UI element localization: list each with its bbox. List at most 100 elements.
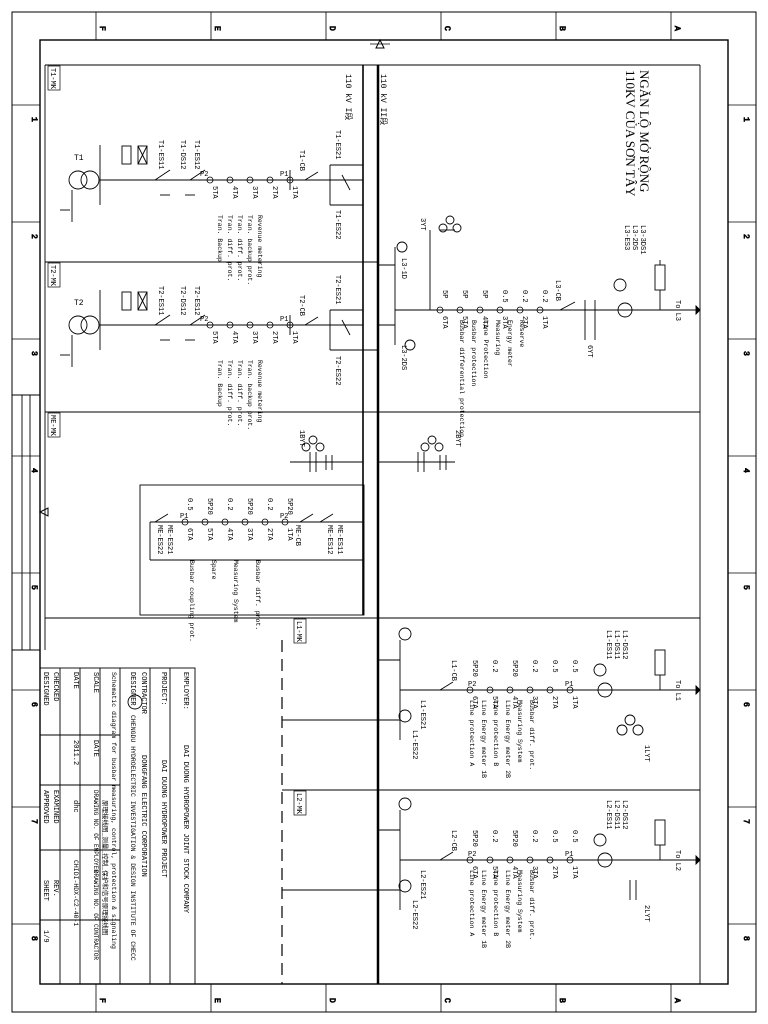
t1-cb-label: T1-CB [297, 150, 305, 171]
ct-class-label: 0.2 [490, 830, 498, 843]
t1-es21-label: T1-ES21 [333, 130, 341, 159]
me-cb-label: ME-CB [293, 525, 301, 546]
ct-icon [456, 306, 464, 314]
tb-drawing-no-contractor-label: DRAWING NO. OF CONTRACTOR [92, 870, 99, 960]
l2-ct-group: 6TA5P205TA0.24TA5P203TA0.22TA0.51TA0.5Li… [466, 830, 578, 948]
ct-icon [266, 321, 274, 329]
panel-t1-label: T1-MK [48, 68, 56, 90]
ct-label: 5TA [460, 316, 468, 329]
l2-cb-label: L2-CB [449, 830, 457, 851]
ruler-number-left: 4 [29, 468, 38, 473]
l2-labels: L2-ES11 L2-DS11 L2-DS12 L2-CB L2-ES21 L2… [410, 800, 681, 929]
busbars: 110 kV I段 110 kV II段 [281, 65, 389, 984]
ct-class-label: 0.5 [185, 498, 193, 511]
ct-label: 2TA [550, 866, 558, 879]
protection-label: Energy meter [506, 320, 513, 367]
panel-separators [44, 64, 701, 984]
ct-icon [486, 686, 494, 694]
ct-class-label: 5P20 [510, 660, 518, 677]
t2-transformer-icon [68, 315, 88, 335]
ct-label: 5TA [490, 696, 498, 709]
bus-vt-2: 2BYT [378, 430, 461, 472]
ct-icon [221, 518, 229, 526]
protection-label: Spare [210, 560, 217, 580]
outer-border [11, 11, 757, 1013]
t1-p2-label: P2 [200, 171, 208, 179]
protection-label: Line protection A [468, 700, 475, 766]
protection-label: Reserve [518, 320, 525, 347]
ct-class-label: 5P20 [205, 498, 213, 515]
protection-label: Line Energy meter 2B [504, 700, 511, 778]
me-es11-label: ME-ES11 [335, 525, 343, 554]
ct-label: 4TA [225, 528, 233, 541]
panel-t2-label: T2-MK [48, 265, 56, 287]
ct-label: 1TA [570, 696, 578, 709]
ct-icon [506, 686, 514, 694]
l2-p1-label: P1 [565, 851, 573, 859]
ruler-number-right: 6 [741, 702, 750, 707]
tb-date: 2011.2 [71, 740, 79, 765]
ruler-letter-top: B [557, 26, 566, 31]
ct-label: 4TA [510, 866, 518, 879]
ruler-number-right: 5 [741, 585, 750, 590]
tb-employer: DAI DUONG HYDROPOWER JOINT STOCK COMPANY [181, 745, 189, 914]
ct-label: 5TA [210, 186, 218, 199]
protection-label: Measuring [494, 320, 501, 355]
ruler-letter-bottom: C [442, 998, 451, 1003]
bus-vt1-label: 1BYT [297, 430, 305, 447]
l3-vt2-label: 6YT [585, 345, 593, 358]
ct-class-label: 0.2 [530, 830, 538, 843]
ct-label: 2TA [520, 316, 528, 329]
tb-drawing-no-label: DRAWING NO. OF EMPLOYER [92, 790, 99, 873]
tb-project-label: PROJECT: [159, 672, 167, 706]
l1-es21-label: L1-ES21 [418, 700, 426, 729]
protection-label: Measuring System [516, 870, 523, 933]
l1-es22-label: L1-ES22 [410, 730, 418, 759]
ct-label: 1TA [290, 331, 298, 344]
ct-icon [526, 686, 534, 694]
ct-label: 4TA [230, 331, 238, 344]
l2-es21-label: L2-ES21 [418, 870, 426, 899]
ruler-number-left: 8 [29, 936, 38, 941]
l3-es3-label: L3-ES3 [622, 225, 630, 250]
ruler-letter-bottom: F [97, 998, 106, 1003]
l1-p1-label: P1 [565, 681, 573, 689]
ct-label: 5TA [205, 528, 213, 541]
ct-class-label: 0.5 [570, 830, 578, 843]
tb-approved-label: APPROVED [41, 790, 49, 824]
ct-class-label: 5P20 [510, 830, 518, 847]
ct-label: 6TA [185, 528, 193, 541]
tb-drawing-no: CHIDI-HDX-C2-40-1 [72, 860, 79, 926]
ct-label: 1TA [285, 528, 293, 541]
l1-to-label: To L1 [673, 680, 681, 701]
protection-label: Tran. diff. prot. [226, 360, 233, 426]
protection-label: Line Energy meter 2B [504, 870, 511, 948]
l3-cb-label: L3-CB [553, 280, 561, 301]
tb-doc: dhc [71, 800, 79, 813]
protection-label: Tran. backup prot. [246, 360, 253, 430]
ct-class-label: 5P [460, 290, 468, 298]
ruler-number-left: 5 [29, 585, 38, 590]
protection-label: Tran. diff. prot. [236, 215, 243, 281]
t1-p1-label: P1 [280, 171, 288, 179]
feeder-t1 [60, 145, 363, 222]
l3-ds1-label: L3-1D [399, 258, 407, 279]
ct-icon [506, 856, 514, 864]
me-es12-label: ME-ES12 [325, 525, 333, 554]
tb-checked-label: CHECKED [51, 672, 59, 701]
feeder-l1 [282, 627, 701, 740]
tb-rev-label: REV. [51, 880, 59, 897]
ct-icon [436, 306, 444, 314]
tb-project: DAI DUONG HYDROPOWER PROJECT [159, 760, 167, 878]
ct-icon [226, 176, 234, 184]
ct-class-label: 0.5 [550, 660, 558, 673]
me-p2-label: P2 [280, 513, 288, 521]
tb-designer-label: DESIGNER [128, 672, 136, 706]
tb-designed-label: DESIGNED [41, 672, 49, 706]
l3-ds3-label: L3-3DS1 [638, 225, 646, 254]
ct-label: 4TA [480, 316, 488, 329]
l1-labels: L1-ES11 L1-DS11 L1-DS12 L1-CB L1-ES21 L1… [410, 630, 681, 762]
ct-label: 3TA [250, 186, 258, 199]
